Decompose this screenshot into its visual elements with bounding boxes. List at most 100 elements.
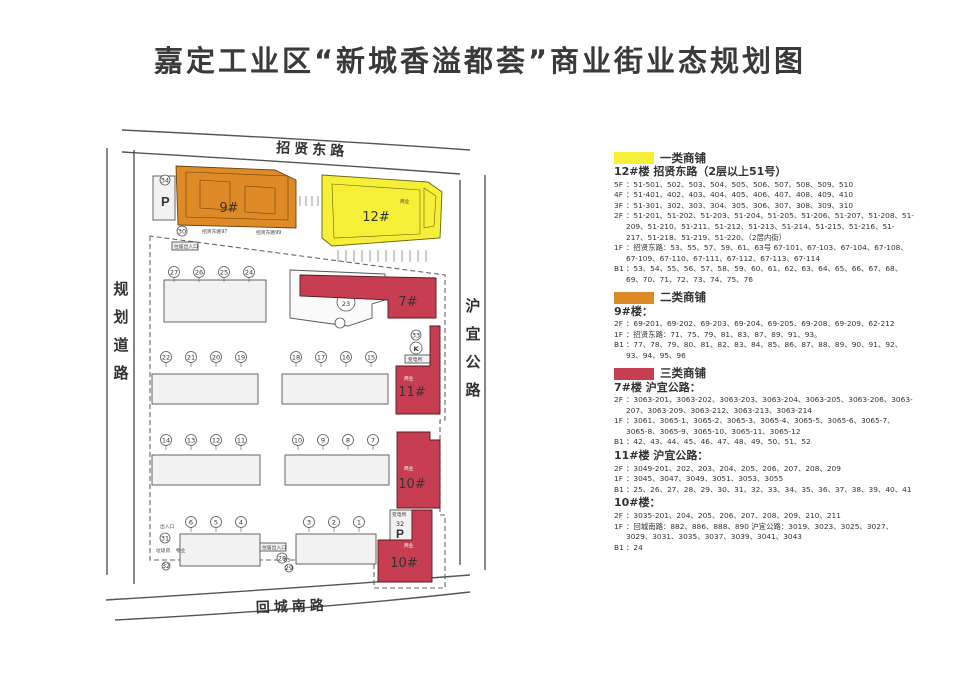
building-marker-number: 11 <box>237 436 245 444</box>
building-7-label: 7# <box>398 295 417 310</box>
legend-row: 2F：3063-201、3063-202、3063-203、3063-204、3… <box>614 395 914 416</box>
legend-building-7: 7#楼 沪宜公路： <box>614 380 701 394</box>
legend-row-floor: 4F <box>614 190 623 200</box>
legend-row: 3F：51-301、302、303、304、305、306、307、308、30… <box>614 201 914 212</box>
building-10-south[interactable]: 10# 商业 <box>377 509 433 583</box>
circle-30 <box>176 225 188 237</box>
circle-31 <box>159 532 171 544</box>
legend-row-units: ：42、43、44、45、46、47、48、49、50、51、52 <box>626 437 811 447</box>
legend-class1-title: 一类商铺 <box>660 150 706 165</box>
legend-row-floor: 5F <box>614 179 623 189</box>
legend-row-floor: B1 <box>614 437 624 447</box>
legend-row: B1：77、78、79、80、81、82、83、84、85、86、87、88、8… <box>614 340 914 361</box>
legend-row: 2F：69-201、69-202、69-203、69-204、69-205、69… <box>614 319 914 330</box>
legend-row-floor: 1F <box>614 329 623 339</box>
parking-stripes <box>299 196 427 262</box>
legend-row-floor: 2F <box>614 319 623 329</box>
building-11-label: 11# <box>398 385 425 400</box>
legend-building-10-rows: 2F：3035-201、204、205、206、207、208、209、210、… <box>614 511 914 553</box>
road-label-west: 规划道路 <box>113 280 129 382</box>
building-marker-number: 4 <box>239 518 243 526</box>
legend-row: 1F：招贤东路：53、55、57、59、61、63号 67-101、67-103… <box>614 243 914 264</box>
legend-row-units: ：3049-201、202、203、204、205、206、207、208、20… <box>626 463 841 473</box>
road-label-north: 招贤东路 <box>276 139 349 159</box>
building-marker-number: 14 <box>162 436 170 444</box>
legend-row-units: ：51-301、302、303、304、305、306、307、308、309、… <box>626 200 854 210</box>
legend-row-units: ：招贤东路：71、75、79、81、83、87、89、91、93。 <box>626 329 822 339</box>
legend-row-floor: B1 <box>614 264 624 274</box>
legend-building-10: 10#楼： <box>614 496 661 510</box>
building-marker-number: 26 <box>195 268 203 276</box>
legend-row-floor: 3F <box>614 200 623 210</box>
legend-row-floor: B1 <box>614 542 624 552</box>
legend-row-units: ：回城南路：882、886、888、890 沪宜公路：3019、3023、302… <box>626 521 894 542</box>
building-marker-number: 5 <box>214 518 218 526</box>
svg-text:03: 03 <box>284 558 290 564</box>
legend-row-units: ：51-201、51-202、51-203、51-204、51-205、51-2… <box>626 211 915 242</box>
building-marker-number: 22 <box>162 353 170 361</box>
legend-row-units: ：53、54、55、56、57、58、59、60、61、62、63、64、65、… <box>626 264 903 284</box>
building-marker-number: 9 <box>321 436 325 444</box>
building-marker-number: 13 <box>187 436 195 444</box>
svg-text:28: 28 <box>278 555 286 563</box>
circle-34 <box>159 174 171 186</box>
legend-class1-building: 12#楼 招贤东路（2层以上51号） <box>614 165 787 178</box>
building-marker-number: 18 <box>292 353 300 361</box>
building-9-label: 9# <box>219 201 238 216</box>
legend-row: 2F：3049-201、202、203、204、205、206、207、208、… <box>614 464 914 475</box>
legend-row-units: ：3035-201、204、205、206、207、208、209、210、21… <box>626 511 841 521</box>
legend-row-floor: 1F <box>614 521 623 531</box>
svg-text:29: 29 <box>285 564 293 572</box>
svg-text:32: 32 <box>396 520 404 528</box>
svg-text:23: 23 <box>342 300 350 308</box>
road-label-east: 沪宜公路 <box>465 297 481 399</box>
circle-28 <box>276 552 288 564</box>
svg-text:商业: 商业 <box>404 375 414 382</box>
building-marker-number: 17 <box>317 353 325 361</box>
building-10-south-label: 10# <box>390 556 417 571</box>
legend-row-units: ：3061、3065-1、3065-2、3065-3、3065-4、3065-5… <box>626 416 895 436</box>
svg-text:商业: 商业 <box>400 198 410 205</box>
building-marker-number: 25 <box>220 268 228 276</box>
circle-29 <box>284 563 294 573</box>
svg-text:34: 34 <box>161 177 169 185</box>
building-marker-number: 1 <box>357 518 361 526</box>
legend-class2-head: 二类商铺 <box>614 291 914 304</box>
building-marker-number: 6 <box>189 518 193 526</box>
svg-text:出入口: 出入口 <box>160 523 175 530</box>
legend-panel: 一类商铺 12#楼 招贤东路（2层以上51号） 5F：51-501、502、50… <box>614 148 914 553</box>
legend-row-floor: 1F <box>614 474 623 484</box>
addr-zxdl99: 招贤东路99 <box>256 229 281 236</box>
legend-class1-head: 一类商铺 <box>614 152 914 164</box>
building-12[interactable]: 12# 商业 <box>321 174 443 247</box>
building-9[interactable]: 9# 招贤东路97 招贤东路99 <box>175 165 297 236</box>
legend-row-units: ：24 <box>626 542 643 552</box>
circle-32 <box>161 561 171 571</box>
legend-class1-rows: 5F：51-501、502、503、504、505、506、507、508、50… <box>614 180 914 286</box>
legend-row: 1F：招贤东路：71、75、79、81、83、87、89、91、93。 <box>614 330 914 341</box>
svg-text:变电所: 变电所 <box>392 511 407 518</box>
site-map: .road { fill:none; stroke:#555; stroke-w… <box>105 129 486 621</box>
building-10-north-label: 10# <box>398 477 425 492</box>
building-7[interactable]: 7# <box>299 274 437 319</box>
legend-building-11: 11#楼 沪宜公路： <box>614 449 709 463</box>
svg-text:32: 32 <box>162 562 170 570</box>
building-marker-number: 10 <box>294 436 302 444</box>
svg-text:31: 31 <box>161 535 169 543</box>
legend-class3-title: 三类商铺 <box>660 366 706 381</box>
legend-row-floor: B1 <box>614 484 624 494</box>
legend-row-floor: 1F <box>614 243 623 253</box>
building-11[interactable]: 11# 商业 <box>395 325 441 415</box>
legend-row: 1F：3045、3047、3049、3051、3053、3055 <box>614 474 914 485</box>
building-marker-number: 12 <box>212 436 220 444</box>
building-marker-number: 7 <box>371 436 375 444</box>
legend-row-floor: 2F <box>614 395 623 405</box>
building-marker-number: 8 <box>346 436 350 444</box>
legend-row: 1F：回城南路：882、886、888、890 沪宜公路：3019、3023、3… <box>614 522 914 543</box>
parking-icon-2: P <box>396 527 404 541</box>
building-10-north[interactable]: 10# 商业 <box>396 431 441 509</box>
legend-row-floor: 2F <box>614 211 623 221</box>
svg-text:变电所: 变电所 <box>408 356 423 363</box>
entrance-s <box>259 542 287 552</box>
